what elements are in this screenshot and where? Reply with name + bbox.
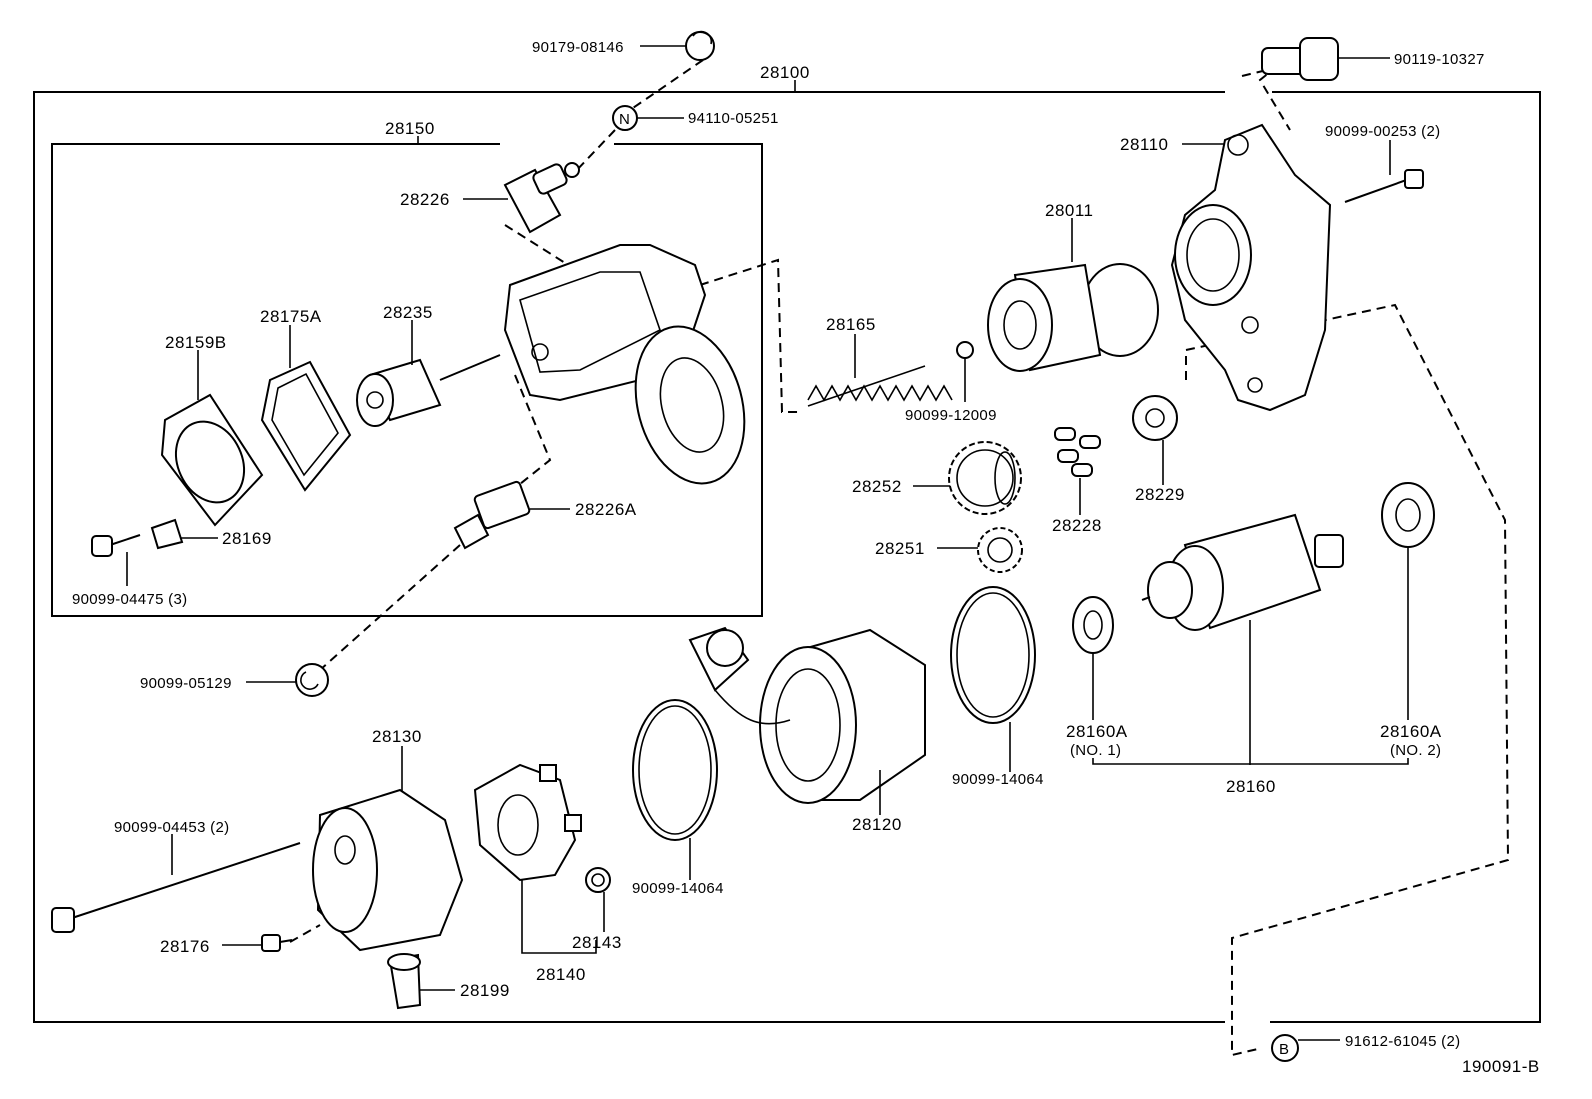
gear-28251-icon — [977, 527, 1023, 573]
label-90179-08146: 90179-08146 — [532, 39, 624, 56]
yoke-28120-icon — [688, 626, 926, 804]
cover-28159B-icon — [160, 393, 264, 527]
brush-spring-28143-icon — [585, 867, 611, 893]
subassembly-frame-28150 — [51, 136, 763, 617]
rollers-28228-icon — [1054, 427, 1101, 477]
nut-90099-05129-icon — [295, 663, 329, 697]
label-28159B: 28159B — [165, 333, 227, 352]
label-94110-05251: 94110-05251 — [688, 110, 779, 127]
terminal-28226-icon — [503, 162, 580, 234]
o-ring-90099-14064-lower-icon — [632, 699, 718, 841]
callout-b-letter: B — [1279, 1041, 1289, 1058]
gasket-28175A-icon — [260, 360, 352, 492]
label-28176: 28176 — [160, 937, 210, 956]
ball-90099-12009-icon — [956, 341, 974, 359]
switch-housing-28150-icon — [503, 244, 746, 485]
screw-28176-icon — [261, 934, 293, 952]
label-28228: 28228 — [1052, 516, 1102, 535]
label-90099-12009: 90099-12009 — [905, 407, 997, 424]
label-28226A: 28226A — [575, 500, 637, 519]
spring-28165-icon — [807, 365, 953, 407]
retainer-28229-icon — [1132, 395, 1178, 441]
callout-b-icon — [1271, 1034, 1299, 1062]
label-28165: 28165 — [826, 315, 876, 334]
label-28252: 28252 — [852, 477, 902, 496]
armature-28160-icon — [1141, 513, 1344, 631]
end-frame-28130-icon — [312, 788, 464, 952]
label-28251: 28251 — [875, 539, 925, 558]
label-28160A-no2-note: (NO. 2) — [1390, 742, 1441, 759]
o-ring-90099-14064-upper-icon — [950, 586, 1036, 724]
label-28130: 28130 — [372, 727, 422, 746]
drive-housing-28110-icon — [1170, 123, 1332, 412]
label-28120: 28120 — [852, 815, 902, 834]
through-bolt-90099-04453-icon — [51, 842, 301, 933]
clutch-28011-icon — [987, 263, 1159, 372]
label-28199: 28199 — [460, 981, 510, 1000]
bolt-90099-00253-icon — [1344, 169, 1424, 203]
nut-90179-08146-icon — [685, 30, 715, 61]
label-28169: 28169 — [222, 529, 272, 548]
gear-28252-icon — [948, 441, 1022, 515]
bearing-28160A-no2-icon — [1381, 482, 1435, 548]
label-28100: 28100 — [760, 63, 810, 82]
label-28229: 28229 — [1135, 485, 1185, 504]
label-90099-00253: 90099-00253 (2) — [1325, 123, 1440, 140]
label-28160: 28160 — [1226, 777, 1276, 796]
part-labels: 28100 28150 90179-08146 94110-05251 9011… — [72, 39, 1540, 1076]
label-90099-14064-upper: 90099-14064 — [952, 771, 1044, 788]
label-28140: 28140 — [536, 965, 586, 984]
label-28175A: 28175A — [260, 307, 322, 326]
plunger-28235-icon — [356, 354, 501, 427]
brush-holder-28140-icon — [473, 763, 582, 882]
bolt-90119-10327-icon — [1261, 37, 1339, 81]
label-91612-61045: 91612-61045 (2) — [1345, 1033, 1460, 1050]
bearing-28160A-no1-icon — [1072, 596, 1114, 654]
callout-n-letter: N — [619, 111, 630, 128]
label-28235: 28235 — [383, 303, 433, 322]
terminal-28226A-icon — [453, 480, 531, 550]
leader-lines — [126, 45, 1409, 1041]
label-28160A-no1: 28160A — [1066, 722, 1128, 741]
screw-90099-04475-icon — [91, 534, 141, 557]
label-90099-04475: 90099-04475 (3) — [72, 591, 187, 608]
label-28226: 28226 — [400, 190, 450, 209]
label-28011: 28011 — [1045, 201, 1094, 220]
label-90099-04453: 90099-04453 (2) — [114, 819, 229, 836]
assembly-frame-28100 — [33, 80, 1541, 1023]
label-90099-05129: 90099-05129 — [140, 675, 232, 692]
label-28110: 28110 — [1120, 135, 1169, 154]
plug-28199-icon — [387, 953, 422, 1010]
bracket-28169-icon — [150, 518, 184, 550]
label-28160A-no2: 28160A — [1380, 722, 1442, 741]
label-28143: 28143 — [572, 933, 622, 952]
diagram-id: 190091-B — [1462, 1057, 1540, 1076]
label-28150: 28150 — [385, 119, 435, 138]
label-90119-10327: 90119-10327 — [1394, 51, 1485, 68]
label-28160A-no1-note: (NO. 1) — [1070, 742, 1121, 759]
label-90099-14064-lower: 90099-14064 — [632, 880, 724, 897]
